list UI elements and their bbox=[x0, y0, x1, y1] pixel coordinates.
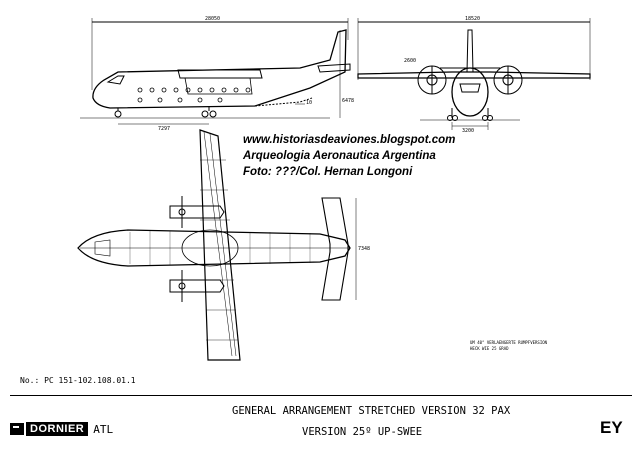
logo-suffix: ATL bbox=[93, 422, 114, 436]
watermark-line3: Foto: ???/Col. Hernan Longoni bbox=[243, 166, 413, 178]
dimension-side-height: 6478 bbox=[342, 98, 354, 104]
dornier-emblem-icon bbox=[10, 423, 24, 435]
dimension-top-tailspan: 7348 bbox=[358, 246, 370, 252]
dimension-side-gear: 7297 bbox=[158, 126, 170, 132]
title-block-rule bbox=[10, 395, 632, 396]
note-line1: UM 40° VERLAENGERTE RUMPFVERSION bbox=[470, 340, 548, 345]
drawing-title-line2: VERSION 25º UP-SWEE bbox=[302, 426, 423, 438]
dimension-side-tail: 10 bbox=[306, 100, 312, 106]
dimension-front-track: 3200 bbox=[462, 128, 474, 134]
watermark-line2: Arqueologia Aeronautica Argentina bbox=[243, 150, 436, 162]
watermark-url: www.historiasdeaviones.blogspot.com bbox=[243, 134, 456, 146]
document-number: No.: PC 151-102.108.01.1 bbox=[20, 376, 136, 385]
drawing-title-line1: GENERAL ARRANGEMENT STRETCHED VERSION 32… bbox=[232, 405, 511, 417]
dimension-front-span: 18520 bbox=[465, 16, 480, 22]
dimension-side-length: 28050 bbox=[205, 16, 220, 22]
top-view bbox=[77, 129, 357, 361]
front-view bbox=[357, 18, 591, 130]
note-line2: HECK WIE 25 GRAD bbox=[470, 346, 509, 351]
sheet-code: EY bbox=[600, 418, 623, 437]
logo-name: DORNIER bbox=[26, 422, 89, 436]
dornier-logo: DORNIER ATL bbox=[10, 420, 120, 438]
side-view bbox=[80, 18, 351, 125]
dimension-front-prop: 2600 bbox=[404, 58, 416, 64]
